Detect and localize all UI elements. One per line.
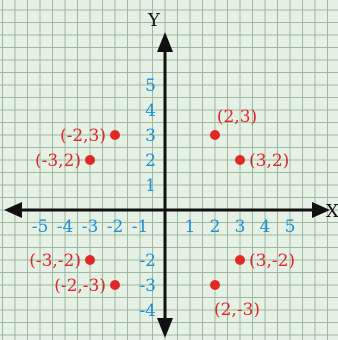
x-tick-label: -1 [132, 217, 149, 237]
data-point [110, 280, 120, 290]
data-point-label: (3,2) [249, 151, 289, 171]
data-point-label: (-3,-2) [29, 251, 81, 271]
y-tick-label: 1 [145, 176, 156, 196]
x-tick-label: -3 [82, 217, 99, 237]
data-point [110, 130, 120, 140]
x-tick-label: -2 [107, 217, 124, 237]
y-axis-arrow-down [157, 318, 173, 338]
y-axis-arrow-up [157, 32, 173, 52]
axes [4, 32, 330, 338]
y-tick-label: -4 [139, 301, 156, 321]
data-point [235, 255, 245, 265]
y-tick-label: 5 [145, 76, 156, 96]
data-point-label: (-2,-3) [54, 276, 106, 296]
x-tick-label: 4 [260, 217, 271, 237]
data-point-label: (-2,3) [60, 126, 106, 146]
x-tick-label: 1 [185, 217, 196, 237]
data-point-label: (2,-3) [214, 300, 260, 320]
x-tick-label: 5 [285, 217, 296, 237]
x-tick-label: -5 [32, 217, 49, 237]
y-tick-label: -2 [139, 251, 156, 271]
y-axis-label: Y [147, 10, 161, 31]
data-point [85, 155, 95, 165]
data-point [210, 130, 220, 140]
x-tick-label: -4 [57, 217, 74, 237]
data-point [85, 255, 95, 265]
y-tick-label: 3 [145, 126, 156, 146]
data-point-label: (-3,2) [35, 151, 81, 171]
x-axis-label: X [326, 201, 338, 222]
data-point-label: (3,-2) [249, 251, 295, 271]
data-point [235, 155, 245, 165]
x-tick-label: 3 [235, 217, 246, 237]
x-tick-label: 2 [210, 217, 221, 237]
x-axis-arrow-left [4, 202, 22, 218]
data-point [210, 280, 220, 290]
y-tick-label: 4 [145, 101, 156, 121]
y-tick-label: -3 [139, 276, 156, 296]
y-tick-label: 2 [145, 151, 156, 171]
x-axis-arrow-right [312, 202, 330, 218]
data-points: (-2,3) (-3,2) (2,3) (3,2) (-3,-2) (-2,-3) (3,-… [29, 107, 295, 320]
data-point-label: (2,3) [217, 107, 257, 127]
